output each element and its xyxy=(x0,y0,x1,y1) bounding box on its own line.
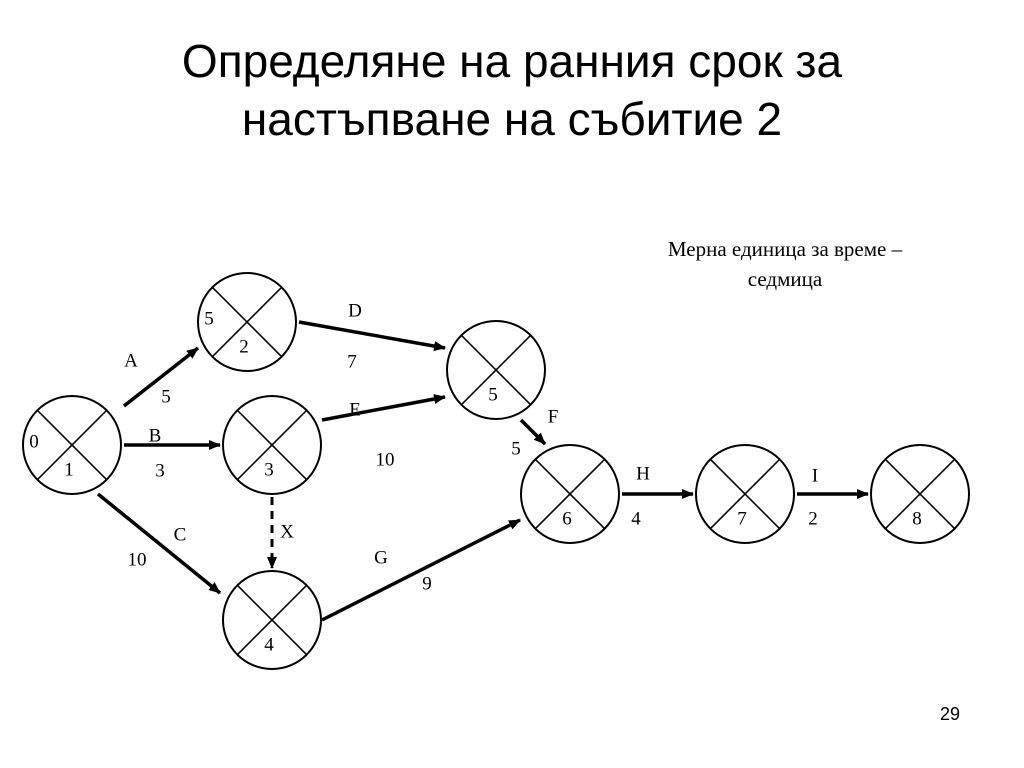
activity-arrow-e xyxy=(321,394,446,422)
activity-arrow-g xyxy=(321,518,521,622)
activity-duration-g: 9 xyxy=(422,573,432,594)
activity-duration-i: 2 xyxy=(808,508,818,529)
event-divider xyxy=(460,334,532,406)
event-divider xyxy=(884,458,956,530)
event-node-1: 10 xyxy=(22,395,122,495)
event-early-time: 5 xyxy=(204,308,214,329)
activity-arrow-f xyxy=(519,418,547,446)
event-number: 4 xyxy=(264,634,274,655)
event-number: 8 xyxy=(912,508,922,529)
event-divider xyxy=(211,286,283,358)
time-unit-note: Мерна единица за време – седмица xyxy=(600,234,970,294)
event-number: 6 xyxy=(562,508,572,529)
activity-duration-h: 4 xyxy=(631,508,641,529)
activity-arrow-d xyxy=(298,320,446,351)
event-number: 3 xyxy=(264,459,274,480)
activity-name-c: C xyxy=(174,524,187,545)
activity-name-d: D xyxy=(348,300,362,321)
event-divider xyxy=(236,584,308,656)
event-node-7: 7 xyxy=(695,444,795,544)
activity-arrow-c xyxy=(96,492,222,595)
activity-arrows xyxy=(96,320,869,622)
activity-name-b: B xyxy=(149,425,162,446)
event-divider xyxy=(709,458,781,530)
event-node-8: 8 xyxy=(870,444,970,544)
event-early-time: 0 xyxy=(29,431,39,452)
activity-name-a: A xyxy=(124,350,138,371)
activity-duration-e: 10 xyxy=(376,449,395,470)
event-number: 7 xyxy=(737,508,747,529)
activity-name-e: E xyxy=(349,399,361,420)
event-node-6: 6 xyxy=(520,444,620,544)
event-node-3: 3 xyxy=(222,395,322,495)
page-number: 29 xyxy=(939,704,961,724)
activity-duration-d: 7 xyxy=(347,351,357,372)
time-unit-note-line-1: Мерна единица за време – xyxy=(667,237,903,261)
activity-name-f: F xyxy=(548,406,559,427)
event-divider xyxy=(534,458,606,530)
event-node-2: 25 xyxy=(197,272,297,372)
activity-name-g: G xyxy=(374,547,388,568)
event-number: 5 xyxy=(488,384,498,405)
event-number: 2 xyxy=(239,336,249,357)
slide-title-line-1: Определяне на ранния срок за xyxy=(181,35,843,87)
activity-name-i: I xyxy=(812,465,818,486)
time-unit-note-line-2: седмица xyxy=(747,267,823,291)
slide-title: Определяне на ранния срок за настъпване … xyxy=(0,32,1024,148)
activity-duration-f: 5 xyxy=(511,438,521,459)
activity-name-h: H xyxy=(636,463,650,484)
event-node-5: 5 xyxy=(446,320,546,420)
slide-title-line-2: настъпване на събитие 2 xyxy=(241,93,783,145)
activity-arrow-a xyxy=(122,346,200,408)
activity-name-x: X xyxy=(280,521,294,542)
activity-duration-b: 3 xyxy=(155,460,165,481)
activity-duration-a: 5 xyxy=(161,386,171,407)
activity-duration-c: 10 xyxy=(128,549,147,570)
event-number: 1 xyxy=(64,459,74,480)
event-divider xyxy=(236,409,308,481)
event-divider xyxy=(36,409,108,481)
event-node-4: 4 xyxy=(222,570,322,670)
